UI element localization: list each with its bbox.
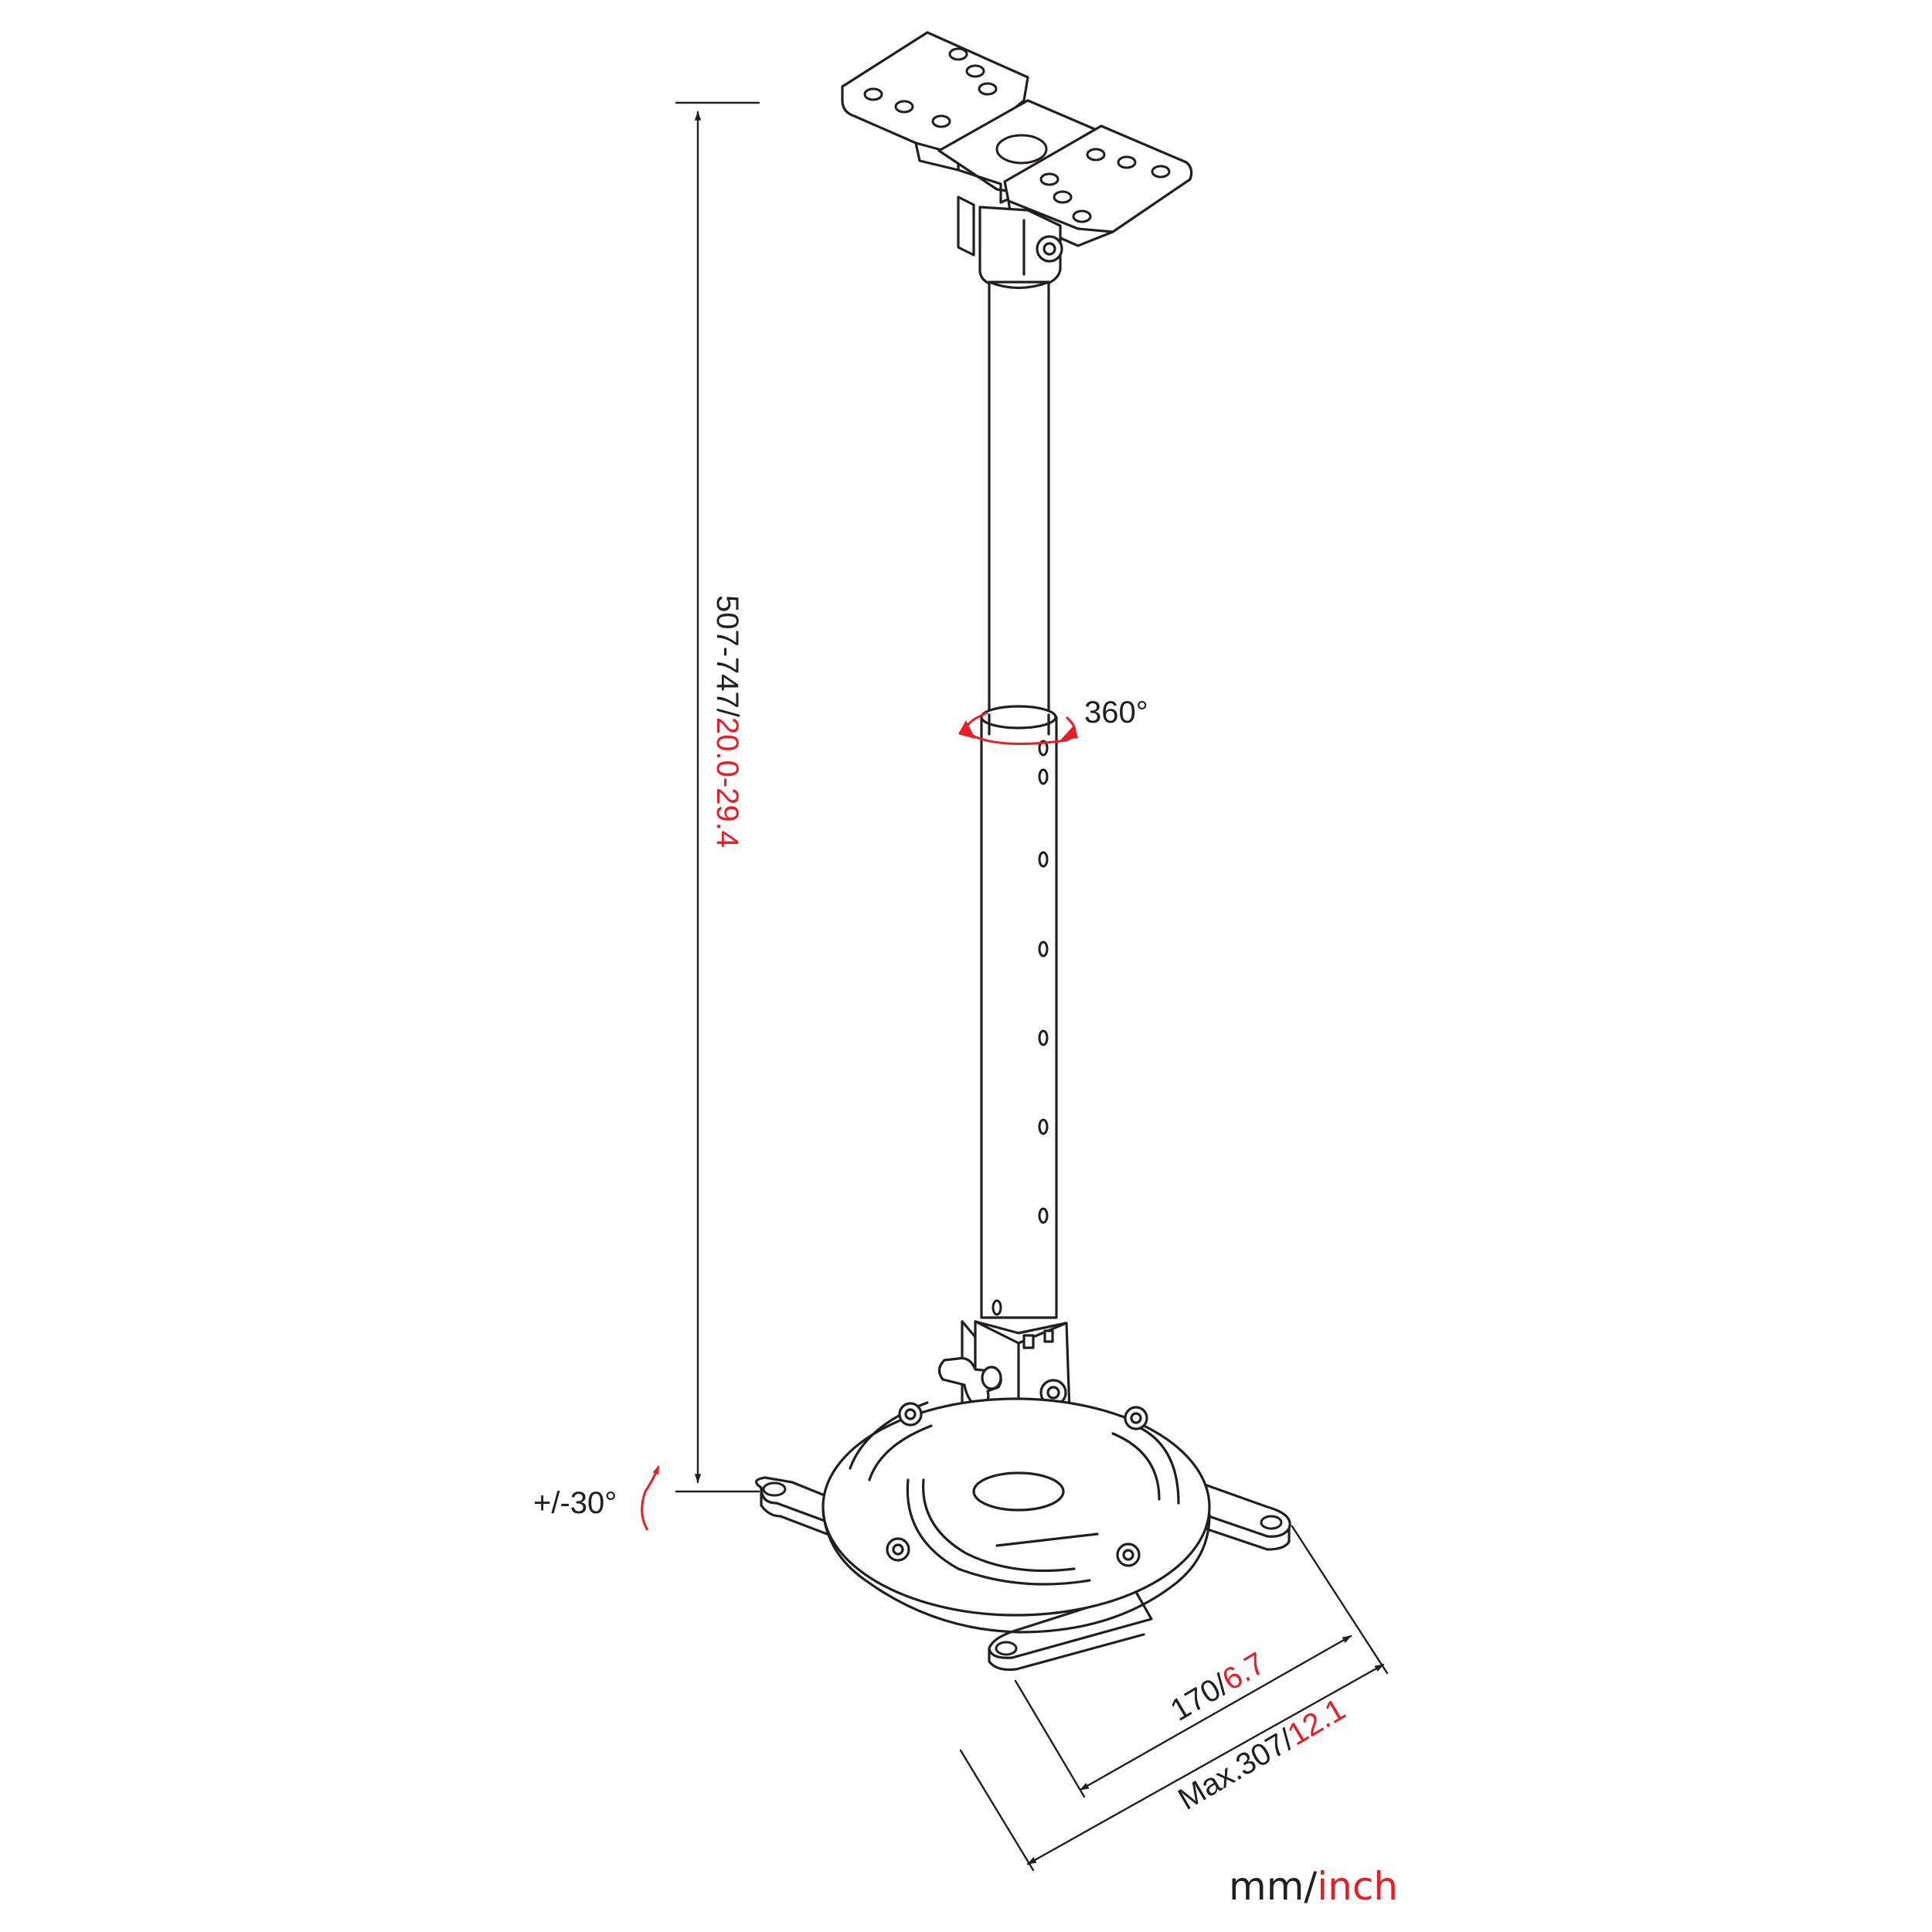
- adjust-hole-icon: [1038, 851, 1049, 868]
- joint-left-ear: [957, 196, 975, 257]
- dimension-line-max: [1026, 1663, 1385, 1866]
- plate-slot: [868, 1424, 933, 1481]
- plate-slot: [922, 1478, 1076, 1573]
- arm-extension-170: [1014, 1679, 1086, 1798]
- rotation-arrow-left-icon: [958, 720, 975, 739]
- ceiling-plate: [841, 31, 1193, 247]
- arm-length-label: 170/6.7: [1165, 1646, 1270, 1728]
- projector-bracket: [755, 1397, 1291, 1672]
- arm-slot-icon: [995, 1641, 1018, 1656]
- adjust-hole-icon: [1038, 1029, 1049, 1046]
- adjust-hole-icon: [1038, 740, 1049, 757]
- center-hole-icon: [995, 134, 1048, 165]
- height-dimension: 507-747/20.0-29.4: [675, 101, 760, 1493]
- rotation-label: 360°: [1084, 696, 1148, 730]
- screw-center-icon: [1122, 1549, 1134, 1561]
- joint-bolt-center-icon: [1043, 242, 1056, 256]
- screw-center-icon: [1130, 1412, 1142, 1424]
- lower-pole-tube: [980, 716, 1058, 1319]
- tilt-label: +/-30°: [533, 1486, 617, 1520]
- arm-right-edge: [1181, 1519, 1291, 1551]
- adjust-hole-icon: [1038, 1207, 1049, 1224]
- mount-hole-icon: [1151, 165, 1171, 179]
- arm-slot-icon: [1260, 1515, 1283, 1530]
- rotation-indicator: 360°: [958, 696, 1148, 745]
- arm-left-edge: [760, 1486, 956, 1584]
- mount-hole-icon: [1117, 155, 1137, 169]
- adjust-hole-icon: [992, 1299, 1002, 1316]
- rotation-arrow-right-icon: [1060, 725, 1078, 740]
- upper-pole: [988, 281, 1050, 716]
- lower-pole: [980, 705, 1058, 1319]
- adjust-hole-icon: [1038, 1118, 1049, 1135]
- mount-hole-icon: [1072, 209, 1092, 223]
- plate-slot: [1134, 1424, 1180, 1505]
- mount-hole-icon: [948, 47, 968, 61]
- upper-pole-tube: [988, 281, 1050, 716]
- bracket-center-boss: [972, 1471, 1065, 1512]
- upper-pole-top-edge: [988, 281, 1050, 290]
- ceiling-plate-right-flange: [1003, 124, 1193, 233]
- mount-hole-icon: [931, 114, 951, 128]
- mount-hole-icon: [1086, 148, 1106, 162]
- clamp-bolt-center-icon: [1046, 1386, 1060, 1400]
- mount-hole-icon: [1039, 172, 1060, 186]
- lower-pole-collar: [980, 705, 1057, 730]
- adjust-hole-icon: [1038, 768, 1049, 785]
- unit-legend: mm/inch: [1229, 1864, 1398, 1909]
- arm-slot-icon: [762, 1481, 787, 1497]
- clamp-slot: [1022, 1334, 1035, 1349]
- mount-hole-icon: [965, 64, 985, 78]
- mount-hole-icon: [1053, 190, 1073, 204]
- plate-slot: [995, 1532, 1099, 1547]
- ceiling-plate-left-flange: [841, 31, 1029, 156]
- tilt-indicator: +/-30°: [533, 1464, 660, 1531]
- plate-slot: [1111, 1432, 1161, 1501]
- screw-center-icon: [904, 1408, 917, 1420]
- plate-slot: [906, 1478, 1091, 1586]
- arm-front-edge: [988, 1633, 1145, 1672]
- tilt-knob-left-cap: [981, 1366, 1002, 1390]
- mount-hole-icon: [863, 87, 883, 101]
- plate-thickness: [821, 1509, 1211, 1634]
- mount-hole-icon: [978, 82, 998, 96]
- mount-hole-icon: [894, 100, 914, 114]
- arm-extension-right: [1291, 1525, 1389, 1675]
- arm-extension-max: [959, 1749, 1035, 1872]
- clamp-slot: [1043, 1329, 1054, 1343]
- height-label: 507-747/20.0-29.4: [710, 595, 744, 848]
- tilt-arrow-icon: [641, 1464, 660, 1531]
- screw-center-icon: [892, 1543, 904, 1556]
- upper-pole-insert: [988, 713, 1050, 736]
- top-swivel-joint: [957, 196, 1063, 289]
- adjust-hole-icon: [1038, 940, 1049, 957]
